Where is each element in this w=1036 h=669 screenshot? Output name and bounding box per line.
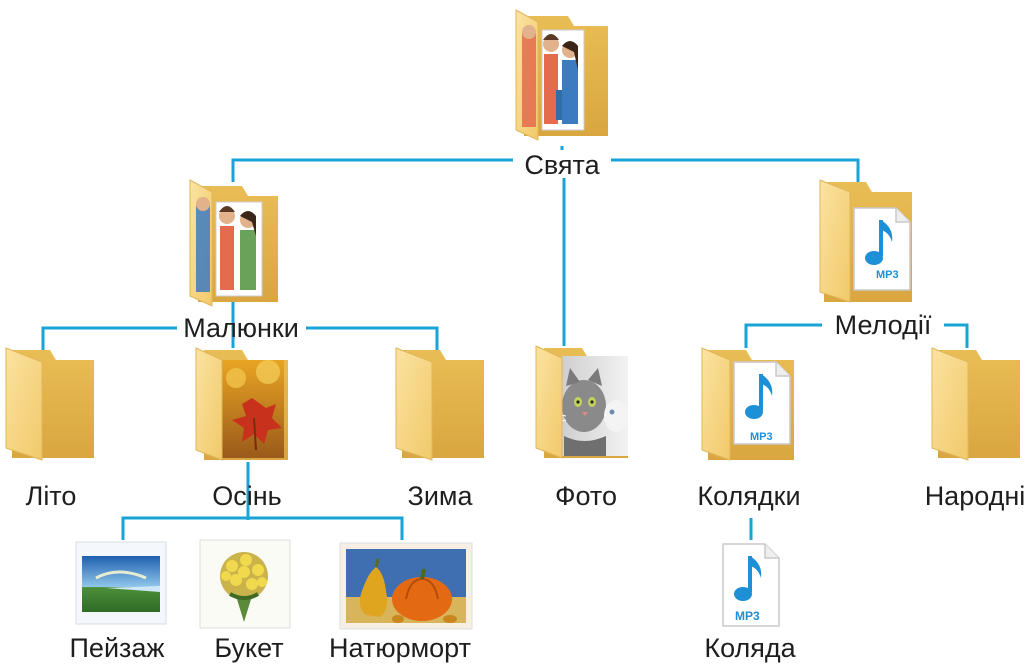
still-life-image-icon[interactable] <box>339 542 473 630</box>
bouquet-image-icon[interactable] <box>199 539 291 629</box>
label-music[interactable]: Мелодії <box>835 310 932 340</box>
connector-root-music <box>611 158 860 182</box>
label-photo[interactable]: Фото <box>555 481 617 511</box>
connector-music-folk <box>944 323 969 348</box>
label-landscape[interactable]: Пейзаж <box>70 633 165 663</box>
connector-root-pics <box>231 158 513 182</box>
label-pics[interactable]: Малюнки <box>183 313 299 343</box>
label-summer[interactable]: Літо <box>26 481 77 511</box>
label-winter[interactable]: Зима <box>408 481 474 511</box>
folder-icon[interactable] <box>931 347 1020 461</box>
connector-autumn-images <box>121 516 404 540</box>
label-carols[interactable]: Колядки <box>697 481 800 511</box>
label-bouquet[interactable]: Букет <box>214 633 283 663</box>
label-autumn[interactable]: Осінь <box>212 481 281 511</box>
connector-music-carols <box>744 323 822 348</box>
connector-lines <box>41 146 969 540</box>
labels: Свята Малюнки Мелодії Літо Осінь Зима Фо… <box>26 150 1026 663</box>
mp3-badge: MP3 <box>876 269 899 281</box>
folder-music-icon[interactable]: MP3 <box>701 347 794 461</box>
connector-pics-summer <box>41 326 177 350</box>
folder-music-icon[interactable]: MP3 <box>819 179 912 303</box>
landscape-image-icon[interactable] <box>75 541 167 625</box>
folder-icon[interactable] <box>395 347 484 461</box>
mp3-badge: MP3 <box>735 609 760 623</box>
folder-leaf-icon[interactable] <box>195 347 288 461</box>
folder-photos-icon[interactable] <box>189 179 278 307</box>
folder-cat-icon[interactable] <box>535 345 628 459</box>
folder-icon[interactable] <box>5 347 94 461</box>
folder-photos-icon[interactable] <box>515 9 608 141</box>
label-root[interactable]: Свята <box>524 150 600 180</box>
mp3-file-icon[interactable]: MP3 <box>721 542 781 628</box>
label-folk[interactable]: Народні <box>925 481 1026 511</box>
connector-pics-winter <box>306 326 439 350</box>
mp3-badge: MP3 <box>750 431 773 443</box>
label-carol[interactable]: Коляда <box>704 633 796 663</box>
label-still-life[interactable]: Натюрморт <box>329 633 471 663</box>
